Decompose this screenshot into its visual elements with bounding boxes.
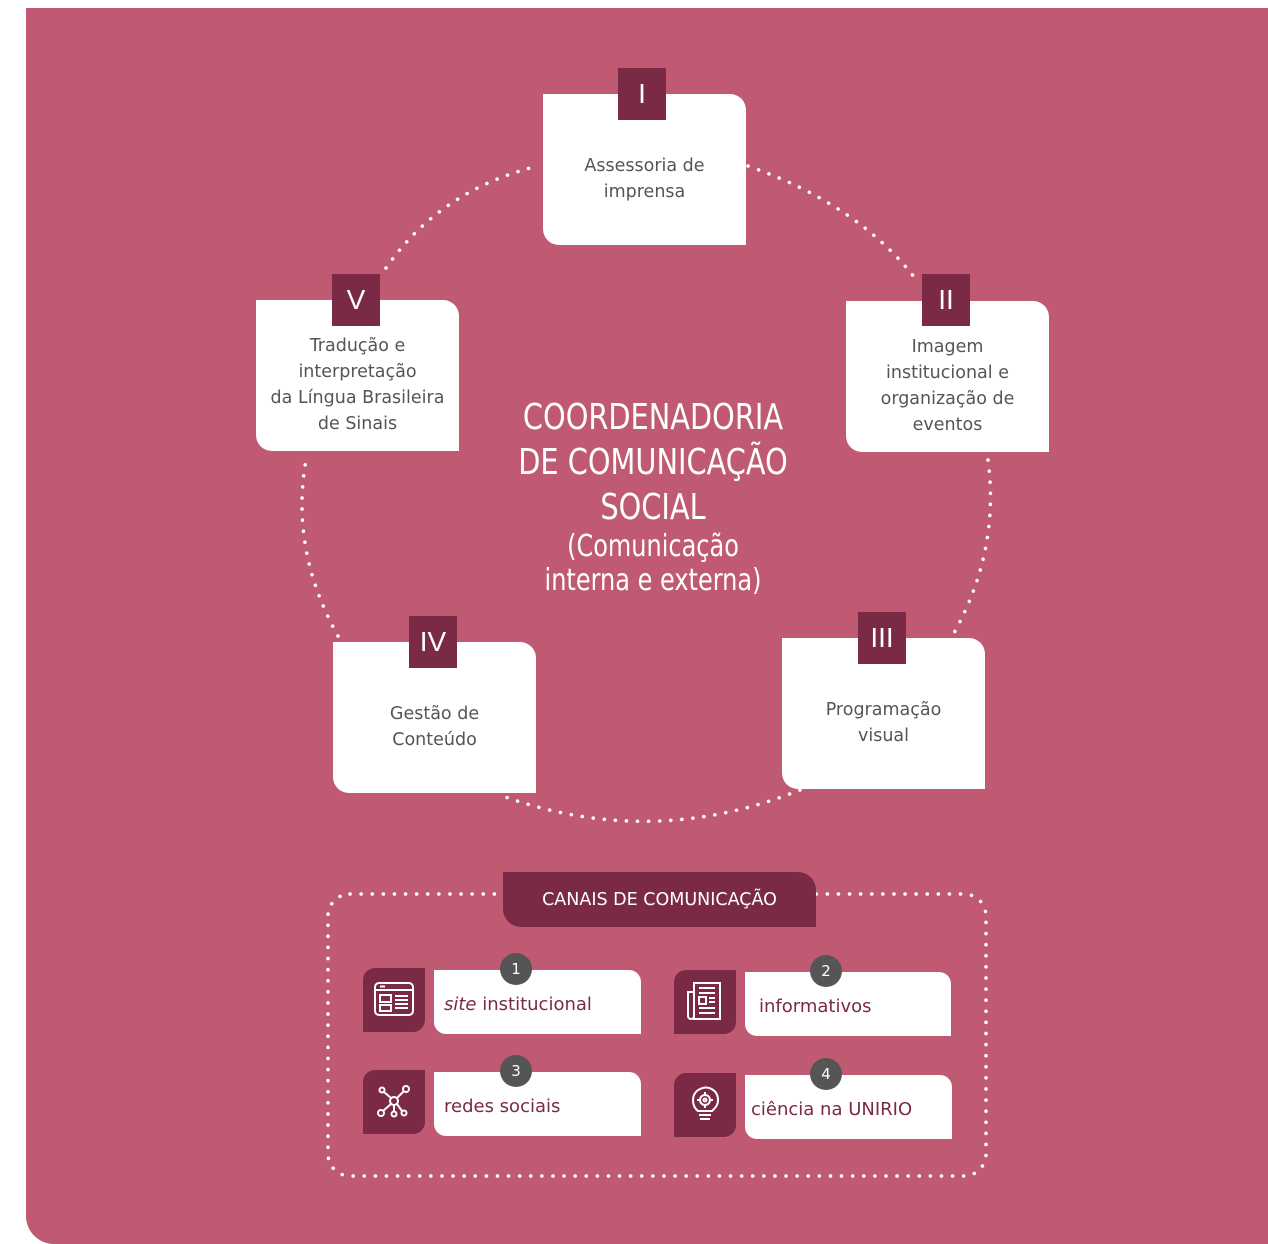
- numeral-badge-i: I: [618, 68, 666, 120]
- canal-redes-sociais: redes sociais: [434, 1072, 641, 1136]
- canais-header: CANAIS DE COMUNICAÇÃO: [503, 872, 816, 927]
- area-card-imagem: Imagem institucional e organização de ev…: [846, 301, 1049, 452]
- subtitle-line-1: (Comunicação: [567, 529, 739, 564]
- title-line-1: COORDENADORIA: [522, 397, 784, 438]
- area-label-programacao: Programação visual: [825, 699, 942, 746]
- canal-label-site-italic: site: [444, 993, 477, 1015]
- area-label-assessoria: Assessoria de imprensa: [584, 155, 705, 202]
- canal-number-badge-3: 3: [500, 1055, 532, 1087]
- canal-site-institucional: site institucional: [434, 970, 641, 1034]
- area-label-traducao: Tradução e interpretação da Língua Brasi…: [270, 335, 445, 434]
- canal-label-site: site institucional: [444, 994, 592, 1015]
- lightbulb-gear-icon: [674, 1073, 736, 1137]
- canal-label-site-rest: institucional: [476, 993, 592, 1015]
- title-line-3: SOCIAL: [600, 487, 706, 528]
- central-title: COORDENADORIA DE COMUNICAÇÃO SOCIAL (Com…: [453, 395, 853, 598]
- area-label-gestao: Gestão de Conteúdo: [389, 703, 480, 750]
- numeral-badge-v: V: [332, 274, 380, 326]
- network-icon: [363, 1070, 425, 1134]
- numeral-badge-iii: III: [858, 612, 906, 664]
- canal-label-informativos: informativos: [759, 995, 872, 1017]
- newspaper-icon: [674, 970, 736, 1034]
- area-card-traducao: Tradução e interpretação da Língua Brasi…: [256, 300, 459, 451]
- connector-iii-iv: [498, 788, 802, 823]
- connector-v-i: [384, 164, 540, 270]
- canais-header-label: CANAIS DE COMUNICAÇÃO: [542, 889, 777, 910]
- canal-ciencia-unirio: ciência na UNIRIO: [745, 1075, 952, 1139]
- canal-number-badge-2: 2: [810, 955, 842, 987]
- canal-informativos: informativos: [745, 972, 951, 1036]
- canal-label-redes: redes sociais: [444, 1095, 561, 1117]
- canal-label-ciencia: ciência na UNIRIO: [751, 1098, 913, 1120]
- numeral-badge-ii: II: [922, 274, 970, 326]
- connector-i-ii: [746, 164, 920, 284]
- area-card-assessoria: Assessoria de imprensa: [543, 94, 746, 245]
- connector-ii-iii: [952, 458, 993, 635]
- numeral-badge-iv: IV: [409, 616, 457, 668]
- canais-frame: [326, 892, 988, 1178]
- area-label-imagem: Imagem institucional e organização de ev…: [880, 336, 1015, 435]
- canal-number-badge-4: 4: [810, 1058, 842, 1090]
- connector-iv-v: [300, 458, 340, 638]
- subtitle-line-2: interna e externa): [544, 563, 762, 598]
- website-icon: [363, 968, 425, 1032]
- title-line-2: DE COMUNICAÇÃO: [518, 442, 788, 483]
- canal-number-badge-1: 1: [500, 953, 532, 985]
